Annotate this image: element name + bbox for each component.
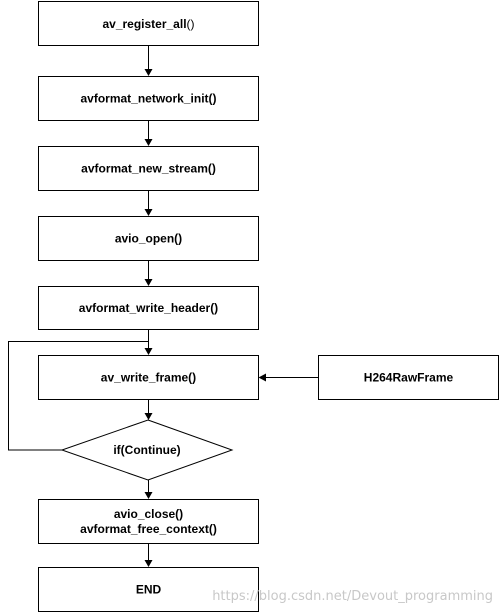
arrowhead	[144, 139, 153, 146]
arrowhead	[144, 413, 153, 420]
new-stream-box	[38, 146, 259, 191]
new-stream-label: avformat_new_stream()	[81, 162, 216, 176]
watermark-text: https://blog.csdn.net/Devout_programming	[212, 589, 493, 604]
write-header-label: avformat_write_header()	[79, 301, 218, 315]
avio-open-box	[38, 216, 259, 261]
register-all-label: av_register_all()	[102, 17, 194, 31]
raw-frame-label: H264RawFrame	[364, 371, 454, 385]
write-header-box	[38, 286, 259, 330]
arrowhead	[144, 279, 153, 286]
arrowhead	[144, 560, 153, 567]
arrowhead	[144, 492, 153, 499]
write-frame-box	[38, 355, 259, 400]
register-all-box	[38, 1, 259, 46]
arrowhead	[144, 348, 153, 355]
connector-loop-back	[8, 341, 149, 451]
free-context-label: avformat_free_context()	[80, 522, 217, 536]
network-init-label: avformat_network_init()	[80, 92, 216, 106]
raw-frame-box	[318, 355, 499, 400]
arrowhead	[144, 209, 153, 216]
avio-open-label: avio_open()	[115, 232, 182, 246]
continue-decision-label: if(Continue)	[113, 443, 180, 457]
avio-close-label: avio_close()	[114, 507, 183, 521]
write-frame-label: av_write_frame()	[101, 371, 196, 385]
network-init-box	[38, 76, 259, 121]
end-label: END	[136, 583, 162, 597]
arrowhead	[258, 373, 266, 382]
arrowhead	[144, 69, 153, 76]
